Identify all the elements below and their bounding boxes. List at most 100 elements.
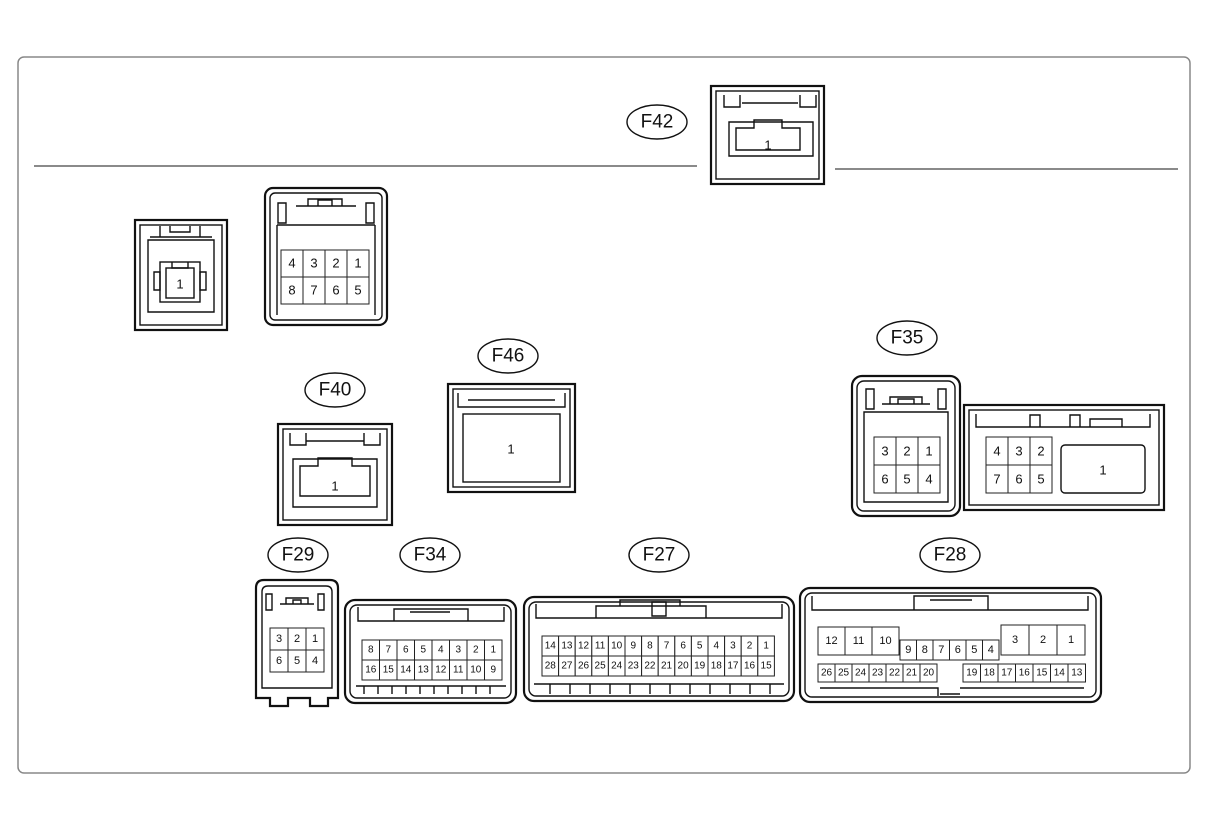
- pin-f28-10-cell: [871, 626, 900, 656]
- pin-f28-4: 4: [988, 644, 994, 656]
- pin-f28-24: 24: [855, 668, 867, 679]
- pin-f27-11: 11: [595, 641, 606, 652]
- pin-tl-small-1: 1: [176, 277, 183, 292]
- pin-f29-2: 2: [294, 633, 300, 645]
- pin-f28-18: 18: [984, 668, 996, 679]
- pin-f34-9: 9: [490, 665, 496, 676]
- pin-f28-11-cell: [844, 626, 873, 656]
- label-f46: F46: [492, 346, 525, 367]
- pin-f34-16: 16: [365, 665, 377, 676]
- pin-f27-19: 19: [694, 661, 706, 672]
- pin-f28-20: 20: [923, 668, 935, 679]
- pin-f34-11: 11: [453, 665, 464, 676]
- connector-f35: F35 3 2 1 6 5 4: [850, 320, 1166, 518]
- pin-8p-7: 7: [310, 283, 317, 298]
- pin-f27-25: 25: [595, 661, 607, 672]
- pin-f35r-6: 6: [1015, 472, 1022, 487]
- pin-f28-3: 3: [1012, 634, 1018, 646]
- pin-f34-4: 4: [438, 645, 444, 656]
- pin-f27-23: 23: [628, 661, 640, 672]
- pin-f28-16: 16: [1019, 668, 1031, 679]
- pin-8p-8: 8: [288, 283, 295, 298]
- pin-f28-1: 1: [1068, 634, 1074, 646]
- pin-f35-1: 1: [925, 444, 932, 459]
- pin-f28-10: 10: [879, 635, 891, 647]
- label-f42: F42: [641, 112, 674, 133]
- pin-f27-20: 20: [678, 661, 690, 672]
- pin-f34-9-cell: [484, 659, 503, 681]
- pin-f28-11: 11: [853, 635, 864, 647]
- pin-f27-10: 10: [611, 641, 623, 652]
- pin-f28-25: 25: [838, 668, 850, 679]
- f29-pins: 3 2 1 6 5 4: [269, 627, 325, 673]
- pin-f28-9: 9: [905, 644, 911, 656]
- pins-8: 4 3 2 1 8 7 6 5: [280, 249, 370, 305]
- pin-f29-6: 6: [276, 655, 282, 667]
- pin-f34-10: 10: [470, 665, 482, 676]
- connector-top-left-8pin: 4 3 2 1 8 7 6 5: [263, 186, 389, 327]
- pin-f27-8: 8: [647, 641, 653, 652]
- pin-f27-27: 27: [561, 661, 573, 672]
- pin-f27-15: 15: [761, 661, 773, 672]
- pin-f35r-5: 5: [1037, 472, 1044, 487]
- pin-f27-13: 13: [561, 641, 573, 652]
- pin-f27-16: 16: [744, 661, 756, 672]
- pin-f28-2: 2: [1040, 634, 1046, 646]
- pin-f34-7: 7: [385, 645, 391, 656]
- pin-f27-24: 24: [611, 661, 623, 672]
- pin-f27-12: 12: [578, 641, 590, 652]
- pin-f27-14: 14: [545, 641, 557, 652]
- pin-f29-3: 3: [276, 633, 282, 645]
- pin-f29-5: 5: [294, 655, 300, 667]
- pin-f28-6: 6: [955, 644, 961, 656]
- pin-f28-20-cell: [919, 663, 938, 683]
- pin-f27-26: 26: [578, 661, 590, 672]
- pin-f34-15: 15: [383, 665, 395, 676]
- pin-f35r-big-1: 1: [1099, 463, 1106, 478]
- pin-f27-3: 3: [730, 641, 736, 652]
- f35-left-pins: 3 2 1 6 5 4: [873, 436, 941, 494]
- f35-right-pins: 4 3 2 7 6 5 1: [985, 436, 1146, 494]
- pin-f35r-3: 3: [1015, 444, 1022, 459]
- pin-f28-23: 23: [872, 668, 884, 679]
- pin-f27-6: 6: [680, 641, 686, 652]
- pin-f42-1: 1: [764, 138, 771, 153]
- pin-f28-19: 19: [966, 668, 978, 679]
- pin-f34-2: 2: [473, 645, 479, 656]
- pin-f34-13: 13: [418, 665, 430, 676]
- pin-f27-7: 7: [664, 641, 670, 652]
- pin-f40-1: 1: [331, 479, 338, 494]
- pin-f27-28: 28: [545, 661, 557, 672]
- pin-f35-2: 2: [903, 444, 910, 459]
- pin-f34-6: 6: [403, 645, 409, 656]
- connector-f46: F46 1: [446, 338, 577, 494]
- pin-f27-18: 18: [711, 661, 723, 672]
- label-f34: F34: [414, 545, 447, 566]
- pin-f28-21: 21: [906, 668, 918, 679]
- pin-f35r-2: 2: [1037, 444, 1044, 459]
- pin-8p-5: 5: [354, 283, 361, 298]
- pin-f34-14: 14: [400, 665, 412, 676]
- pin-f28-3-cell: [1000, 624, 1030, 656]
- pin-f34-1: 1: [490, 645, 496, 656]
- pin-f28-13-cell: [1067, 663, 1086, 683]
- pin-f34-3: 3: [455, 645, 461, 656]
- pin-f27-22: 22: [644, 661, 656, 672]
- pin-f28-13: 13: [1071, 668, 1083, 679]
- pin-f27-4: 4: [714, 641, 720, 652]
- pin-f34-12: 12: [435, 665, 447, 676]
- pin-f34-8: 8: [368, 645, 374, 656]
- pin-f35-6: 6: [881, 472, 888, 487]
- pin-f27-1: 1: [763, 641, 769, 652]
- pin-f35-4: 4: [925, 472, 932, 487]
- pin-f28-12-cell: [817, 626, 846, 656]
- pin-f35-5: 5: [903, 472, 910, 487]
- pin-8p-2: 2: [332, 256, 339, 271]
- pin-f28-26: 26: [821, 668, 833, 679]
- label-f27: F27: [643, 545, 676, 566]
- pin-8p-6: 6: [332, 283, 339, 298]
